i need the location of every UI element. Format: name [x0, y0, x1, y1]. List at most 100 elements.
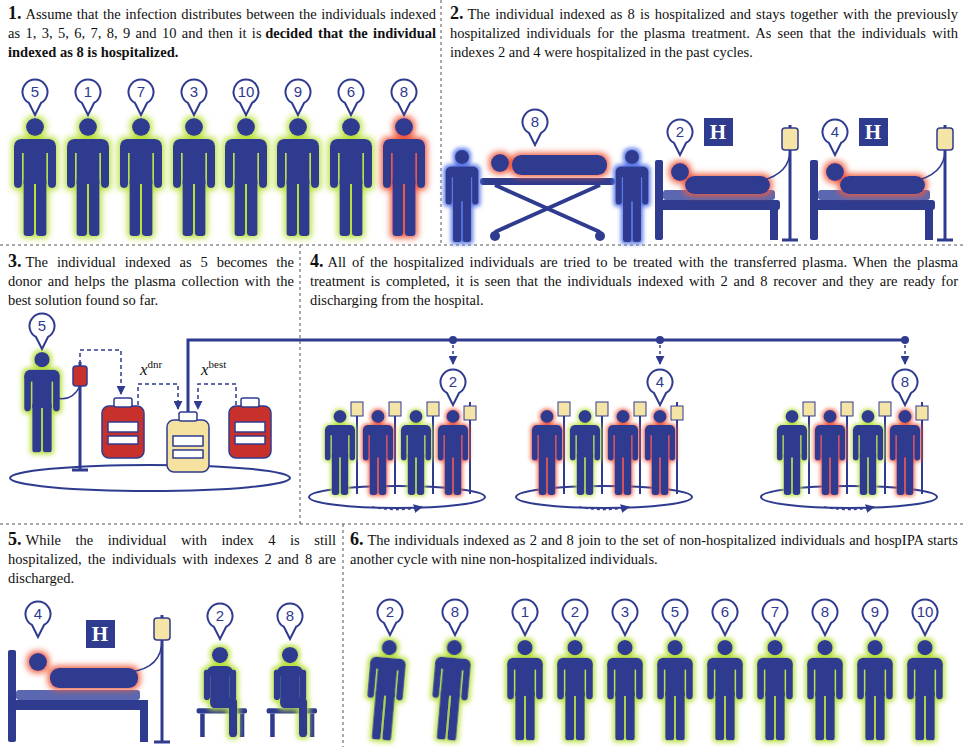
hospital-bed	[16, 690, 140, 700]
person-figure	[24, 352, 60, 452]
plasma-bag	[229, 398, 271, 458]
step-caption: 4.All of the hospitalized individuals ar…	[310, 252, 958, 310]
hospital-bed	[782, 128, 798, 150]
step-number: 1.	[8, 3, 22, 23]
index-pin: 2	[666, 118, 694, 156]
step-caption: 3.The individual indexed as 5 becomes th…	[8, 252, 294, 310]
person-figure	[67, 118, 109, 236]
hospital-bed	[937, 128, 953, 150]
iv-stand	[671, 406, 683, 420]
person-figure	[757, 640, 793, 740]
index-number: 2	[439, 368, 467, 396]
hospital-badge: H	[704, 118, 733, 146]
index-number: 7	[127, 78, 155, 106]
person-figure	[507, 640, 543, 740]
hospital-badge: H	[859, 118, 888, 146]
treatment-group	[372, 507, 422, 510]
index-number: 8	[390, 78, 418, 106]
hospital-bed	[140, 700, 148, 742]
iv-stand	[464, 406, 476, 420]
person-figure	[204, 647, 237, 737]
treatment-group	[372, 507, 874, 510]
plasma-symbol: xdnr	[140, 358, 162, 380]
hospital-bed	[8, 700, 148, 710]
index-pin: 8	[276, 602, 304, 640]
index-number: 9	[284, 78, 312, 106]
variable-superscript: dnr	[148, 358, 163, 370]
index-pin: 9	[284, 78, 312, 116]
hospital-bed	[8, 615, 170, 742]
index-number: 4	[821, 118, 849, 146]
iv-stand	[558, 402, 570, 416]
plasma-transfer-line	[656, 336, 664, 344]
iv-stand	[596, 402, 608, 416]
iv-stand	[56, 386, 80, 399]
person-figure	[428, 638, 472, 741]
step-text: The individual indexed as 5 becomes the …	[8, 254, 294, 308]
person-figure	[807, 640, 843, 740]
person-figure	[645, 410, 675, 495]
donor-platform	[10, 465, 290, 491]
index-number: 4	[24, 600, 52, 628]
index-pin: 9	[861, 598, 889, 636]
index-number: 1	[74, 78, 102, 106]
plasma-transfer-line	[188, 340, 905, 412]
index-number: 4	[646, 368, 674, 396]
step-number: 4.	[310, 251, 324, 271]
hospital-bed	[826, 163, 925, 194]
plasma-transfer-line	[901, 336, 909, 344]
person-figure	[532, 410, 562, 495]
person-figure	[570, 410, 600, 495]
step-text: The individuals indexed as 2 and 8 join …	[350, 532, 958, 567]
collection-arrow	[138, 384, 178, 409]
index-number: 8	[521, 108, 549, 136]
hospital-bed	[937, 239, 953, 242]
person-figure	[363, 638, 407, 741]
person-figure	[815, 410, 845, 495]
plasma-bag	[102, 398, 144, 458]
index-pin: 5	[661, 598, 689, 636]
index-number: 8	[276, 602, 304, 630]
index-pin: 8	[891, 368, 919, 406]
treatment-group	[824, 507, 874, 510]
person-figure	[363, 410, 393, 495]
person-figure	[607, 640, 643, 740]
iv-stand	[916, 406, 928, 420]
index-pin: 4	[646, 368, 674, 406]
person-figure	[446, 150, 479, 242]
stretcher	[491, 154, 509, 172]
hospital-bed	[782, 239, 798, 242]
person-figure	[907, 640, 943, 740]
person-figure	[14, 118, 425, 236]
person-figure	[401, 410, 431, 495]
plasma-bag	[167, 412, 209, 472]
step-caption: 1.Assume that the infection distributes …	[8, 4, 436, 62]
index-pin: 8	[811, 598, 839, 636]
step-number: 3.	[8, 251, 22, 271]
step-text: All of the hospitalized individuals are …	[310, 254, 958, 308]
person-figure	[120, 118, 162, 236]
index-pin: 5	[28, 312, 56, 350]
collection-arrow	[80, 350, 236, 409]
person-figure	[325, 410, 920, 495]
index-number: 3	[611, 598, 639, 626]
index-pin: 1	[511, 598, 539, 636]
stretcher	[495, 185, 600, 232]
person-figure	[325, 410, 355, 495]
person-figure	[197, 647, 317, 737]
person-figure	[616, 150, 649, 242]
hospital-bed	[671, 163, 689, 181]
iv-stand	[803, 402, 815, 416]
plasma-transfer-line	[452, 345, 454, 364]
hospital-bed	[826, 163, 844, 181]
hospital-bed	[655, 200, 780, 210]
index-number: 5	[28, 312, 56, 340]
treatment-group	[579, 507, 629, 510]
variable-symbol: x	[140, 360, 148, 379]
iv-stand	[72, 469, 88, 472]
index-pin: 2	[439, 368, 467, 406]
collection-arrow	[80, 350, 121, 394]
iv-stand	[389, 402, 401, 416]
stretcher	[512, 155, 607, 175]
index-number: 7	[761, 598, 789, 626]
